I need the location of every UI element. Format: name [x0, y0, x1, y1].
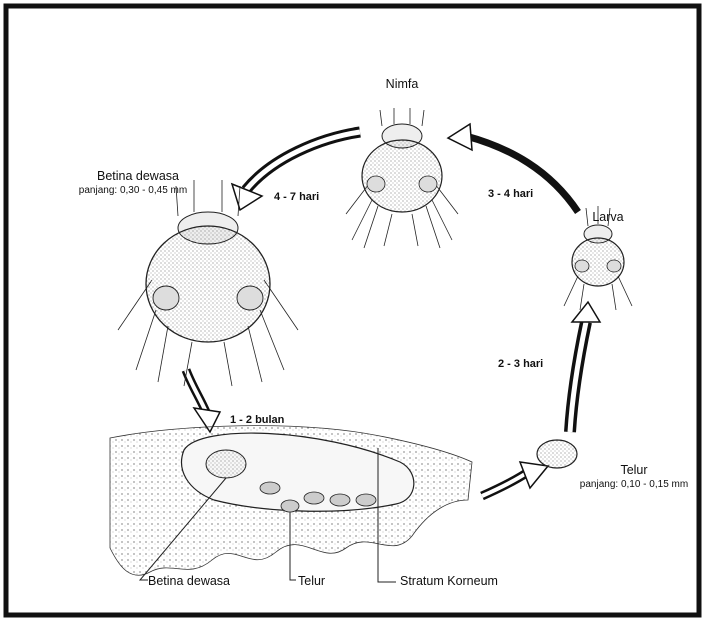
skin-label-adult: Betina dewasa	[148, 574, 230, 588]
adult-size: panjang: 0,30 - 0,45 mm	[79, 185, 187, 196]
skin-burrow-illustration	[110, 426, 472, 576]
arrow-skin-to-egg	[482, 462, 548, 496]
adult-female-mite-illustration	[118, 180, 298, 386]
egg-title: Telur	[620, 463, 647, 477]
arrow-egg-to-larva	[570, 302, 600, 432]
nymph-title: Nimfa	[386, 77, 419, 91]
egg-illustration	[537, 440, 577, 468]
skin-label-stratum: Stratum Korneum	[400, 574, 498, 588]
duration-adult-to-skin: 1 - 2 bulan	[230, 414, 285, 426]
egg-size: panjang: 0,10 - 0,15 mm	[580, 479, 688, 490]
duration-egg-to-larva: 2 - 3 hari	[498, 358, 543, 370]
adult-title: Betina dewasa	[97, 169, 179, 183]
arrow-adult-to-skin	[186, 370, 220, 432]
nymph-mite-illustration	[346, 108, 458, 248]
larva-title: Larva	[592, 210, 623, 224]
burrow-female-mite	[206, 450, 246, 478]
duration-nymph-to-adult: 4 - 7 hari	[274, 191, 319, 203]
duration-larva-to-nymph: 3 - 4 hari	[488, 188, 533, 200]
skin-label-egg: Telur	[298, 574, 325, 588]
